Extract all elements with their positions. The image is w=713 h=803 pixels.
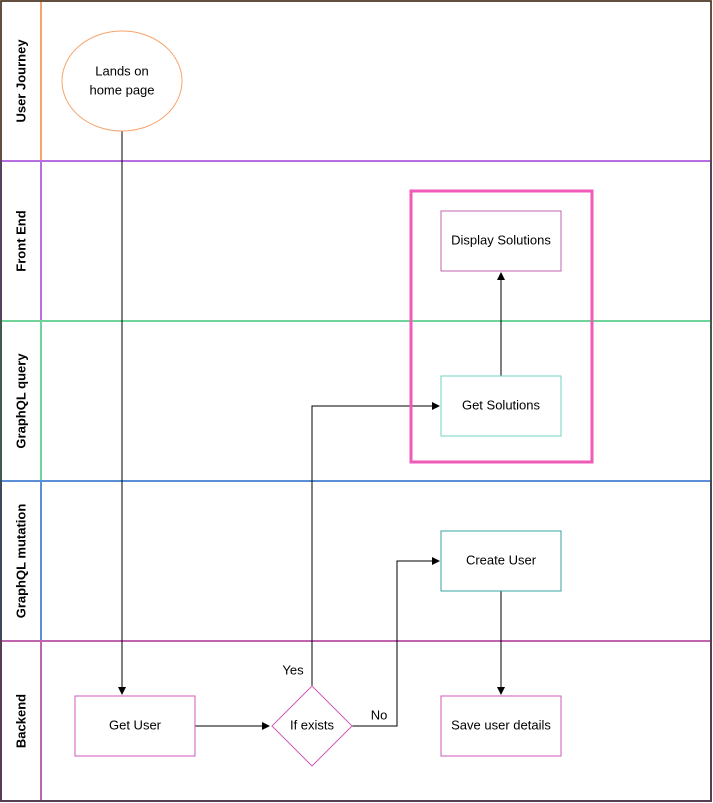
node-if-exists-shape (271, 685, 353, 767)
node-display-solutions[interactable]: Display Solutions (440, 210, 562, 272)
node-get-solutions-shape (440, 375, 562, 437)
lane-user-journey-label: User Journey (13, 39, 28, 123)
lane-graphql-mutation: GraphQL mutation (0, 480, 712, 642)
node-create-user[interactable]: Create User (440, 530, 562, 592)
lane-front-end-body (40, 160, 712, 322)
lane-graphql-mutation-label: GraphQL mutation (13, 504, 28, 619)
node-get-solutions[interactable]: Get Solutions (440, 375, 562, 437)
edge-label-no: No (371, 707, 388, 722)
node-create-user-shape (440, 530, 562, 592)
node-if-exists[interactable]: If exists (271, 685, 353, 767)
lane-front-end-header (0, 160, 42, 322)
node-save-user-details[interactable]: Save user details (440, 695, 562, 757)
node-lands-on-home-page-shape (61, 30, 183, 132)
node-if-exists-label: If exists (290, 717, 335, 732)
lane-graphql-mutation-body (40, 480, 712, 642)
edge-if-exists-no-to-create-user (352, 557, 440, 727)
node-create-user-label: Create User (466, 552, 537, 567)
lane-front-end-label: Front End (13, 210, 28, 271)
lane-graphql-query-label: GraphQL query (13, 353, 28, 449)
node-save-user-details-shape (440, 695, 562, 757)
lane-graphql-query-header (0, 320, 42, 482)
lane-graphql-query-body (40, 320, 712, 482)
node-get-user-shape (74, 695, 196, 757)
lane-backend-label: Backend (13, 694, 28, 748)
node-get-user-label: Get User (109, 717, 162, 732)
lane-front-end: Front End (0, 160, 712, 322)
edge-if-exists-yes-to-get-solutions (311, 402, 440, 686)
node-get-solutions-label: Get Solutions (462, 397, 541, 412)
highlight-box (409, 189, 594, 464)
edge-label-yes: Yes (282, 662, 304, 677)
node-lands-on-home-page-line2: home page (89, 82, 154, 97)
node-lands-on-home-page-line1: Lands on (95, 63, 149, 78)
node-display-solutions-shape (440, 210, 562, 272)
node-lands-on-home-page[interactable]: Lands on home page (61, 30, 183, 132)
node-display-solutions-label: Display Solutions (451, 232, 551, 247)
node-save-user-details-label: Save user details (451, 717, 551, 732)
lane-graphql-query: GraphQL query (0, 320, 712, 482)
node-get-user[interactable]: Get User (74, 695, 196, 757)
